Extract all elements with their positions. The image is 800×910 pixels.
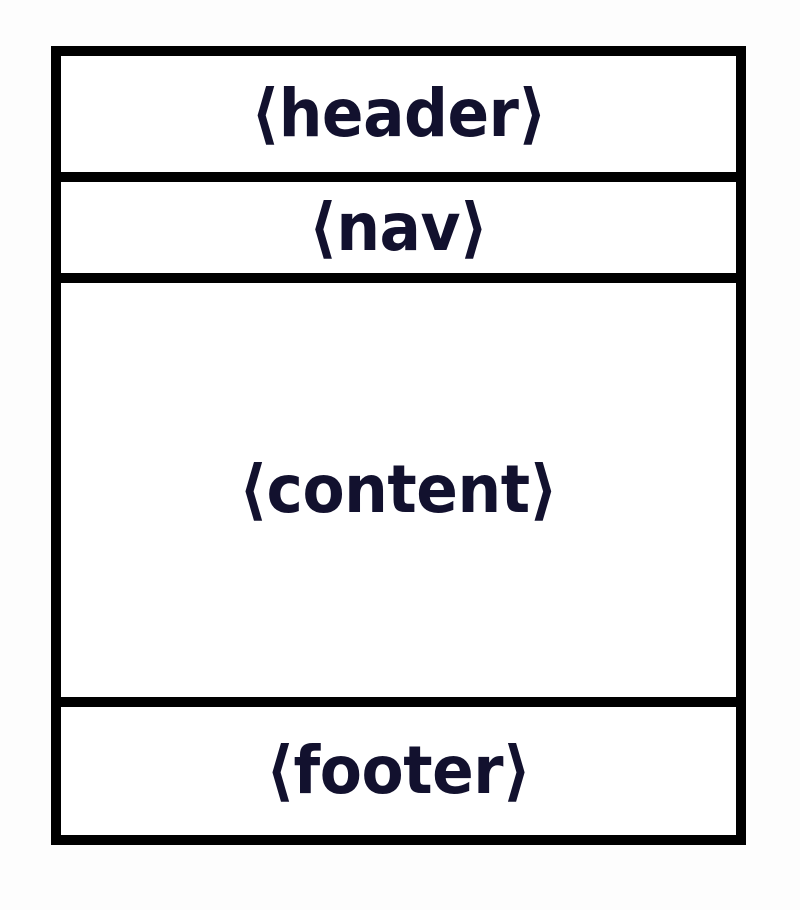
page-structure-wireframe: ⟨header⟩ ⟨nav⟩ ⟨content⟩ ⟨footer⟩ bbox=[51, 46, 746, 845]
region-header: ⟨header⟩ bbox=[61, 56, 736, 172]
divider-header-nav bbox=[61, 172, 736, 182]
region-footer: ⟨footer⟩ bbox=[61, 707, 736, 835]
region-footer-label: ⟨footer⟩ bbox=[266, 732, 531, 809]
region-nav: ⟨nav⟩ bbox=[61, 182, 736, 273]
divider-content-footer bbox=[61, 697, 736, 707]
region-content-label: ⟨content⟩ bbox=[239, 451, 558, 528]
region-nav-label: ⟨nav⟩ bbox=[309, 188, 488, 266]
divider-nav-content bbox=[61, 273, 736, 283]
region-header-label: ⟨header⟩ bbox=[251, 75, 546, 152]
region-content: ⟨content⟩ bbox=[61, 283, 736, 697]
